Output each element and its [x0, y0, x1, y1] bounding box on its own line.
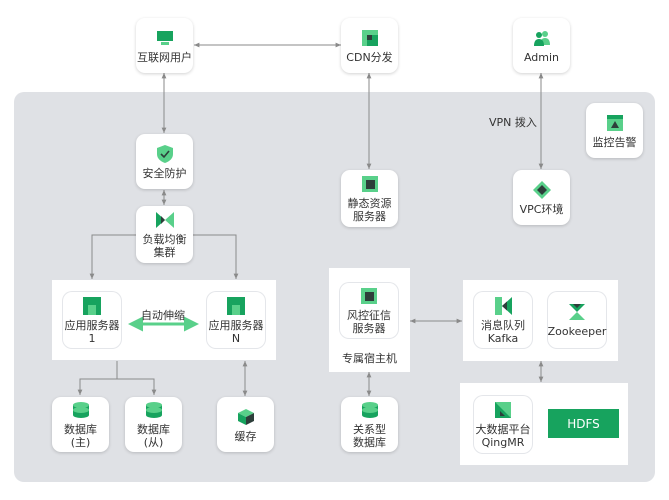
load-balancer-node: 负载均衡 集群 [136, 206, 193, 263]
admin-node: Admin [513, 18, 570, 73]
static-resource-label: 静态资源 服务器 [347, 197, 392, 223]
monitor-icon [156, 30, 173, 45]
vpc-label: VPC环境 [519, 202, 564, 216]
autoscale-label: 自动伸缩 [141, 309, 185, 322]
alarm-icon [606, 114, 623, 131]
db-slave-label: 数据库 (从) [137, 423, 170, 449]
security-node: 安全防护 [136, 134, 193, 189]
monitor-node: 监控告警 [586, 103, 643, 158]
app-server-icon [227, 296, 245, 315]
app-server-n-label: 应用服务器 N [208, 318, 264, 345]
db-master-node: 数据库 (主) [52, 397, 109, 452]
line-app-db-master [77, 378, 117, 395]
load-balancer-icon [155, 212, 174, 228]
shield-icon [156, 144, 173, 163]
cdn-node: CDN分发 [341, 18, 398, 73]
server-icon [361, 288, 377, 304]
line-lb-app1 [89, 234, 136, 279]
zookeeper-icon [569, 304, 585, 320]
static-resource-node: 静态资源 服务器 [341, 170, 398, 227]
load-balancer-label: 负载均衡 集群 [142, 233, 187, 259]
vpc-icon [532, 180, 551, 199]
risk-server-node: 风控征信 服务器 [340, 283, 398, 338]
rdb-node: 关系型 数据库 [341, 397, 398, 452]
database-icon [361, 402, 378, 418]
line-lb-appn [192, 234, 239, 279]
line-app-db-slave [117, 378, 157, 395]
rdb-label: 关系型 数据库 [353, 423, 386, 449]
admin-label: Admin [523, 50, 560, 64]
cdn-label: CDN分发 [346, 50, 393, 64]
kafka-label: 消息队列 Kafka [481, 318, 525, 345]
app-server-icon [83, 296, 101, 315]
hdfs-block: HDFS [548, 409, 619, 438]
app-server-1-node: 应用服务器 1 [63, 292, 121, 348]
db-master-label: 数据库 (主) [64, 423, 97, 449]
cache-node: 缓存 [217, 397, 274, 452]
kafka-icon [495, 296, 512, 315]
vpn-label: VPN 拨入 [489, 116, 537, 129]
cache-label: 缓存 [234, 429, 257, 443]
zookeeper-node: Zookeeper [548, 292, 606, 348]
qingmr-label: 大数据平台 QingMR [475, 423, 531, 449]
database-icon [145, 402, 162, 418]
security-label: 安全防护 [142, 166, 187, 180]
risk-server-label: 风控征信 服务器 [347, 309, 391, 335]
cdn-icon [361, 29, 378, 46]
vpc-node: VPC环境 [513, 170, 570, 225]
app-server-n-node: 应用服务器 N [207, 292, 265, 348]
database-icon [72, 402, 89, 418]
internet-users-node: 互联网用户 [136, 18, 193, 73]
dedicated-host-label: 专属宿主机 [342, 352, 397, 365]
bigdata-icon [495, 402, 511, 418]
internet-users-label: 互联网用户 [137, 50, 192, 64]
cache-icon [237, 408, 254, 425]
app-server-1-label: 应用服务器 1 [64, 318, 120, 345]
server-icon [361, 176, 378, 192]
users-icon [533, 30, 550, 46]
zookeeper-label: Zookeeper [547, 325, 607, 338]
db-slave-node: 数据库 (从) [125, 397, 182, 452]
qingmr-node: 大数据平台 QingMR [474, 396, 532, 453]
kafka-node: 消息队列 Kafka [474, 292, 532, 348]
monitor-label: 监控告警 [592, 135, 637, 149]
